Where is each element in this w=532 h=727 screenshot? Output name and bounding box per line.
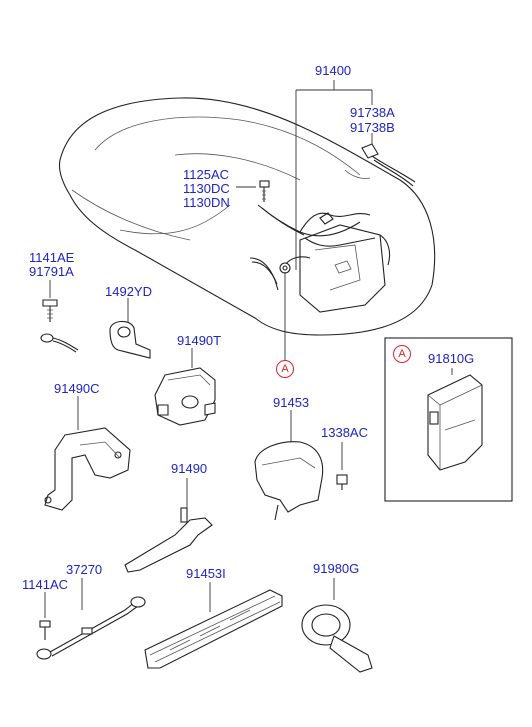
label-91453: 91453 xyxy=(273,395,310,410)
label-91810g: 91810G xyxy=(428,351,475,366)
label-91400: 91400 xyxy=(315,63,352,78)
leader-91400 xyxy=(284,80,373,360)
label-1130dc: 1130DC xyxy=(183,181,230,196)
bolt-1338ac xyxy=(336,442,348,490)
label-91490t: 91490T xyxy=(177,333,222,348)
label-1130dn: 1130DN xyxy=(183,195,230,210)
label-37270: 37270 xyxy=(66,562,103,577)
bracket-91490c xyxy=(44,396,131,511)
ground-cable-37270 xyxy=(36,578,146,660)
label-1125ac: 1125AC xyxy=(183,167,230,182)
callout-a-main: A xyxy=(276,360,294,378)
main-harness-91400 xyxy=(249,204,391,313)
bolt-1141ae xyxy=(40,280,79,353)
callout-box xyxy=(384,337,513,502)
label-91791a: 91791A xyxy=(29,264,74,279)
clamp-1492yd xyxy=(109,298,151,359)
label-1141ae: 1141AE xyxy=(29,250,75,265)
label-1141ac: 1141AC xyxy=(22,577,69,592)
label-91738b: 91738B xyxy=(350,120,395,135)
protector-91453i xyxy=(144,582,283,669)
bolt-1125ac xyxy=(236,180,270,202)
label-91980g: 91980G xyxy=(313,561,360,576)
bracket-91490 xyxy=(124,478,213,573)
callout-a-box: A xyxy=(393,345,411,363)
label-1338ac: 1338AC xyxy=(321,425,368,440)
grommet-91980g xyxy=(301,578,373,673)
label-91490c: 91490C xyxy=(54,381,100,396)
tie-strap-91738 xyxy=(361,143,416,187)
label-91453i: 91453I xyxy=(186,566,226,581)
label-91738a: 91738A xyxy=(350,105,395,120)
car-body-outline xyxy=(58,97,436,336)
label-91490: 91490 xyxy=(171,461,208,476)
label-1492yd: 1492YD xyxy=(105,284,152,299)
junction-91490t xyxy=(154,348,216,426)
cover-91453 xyxy=(254,410,324,521)
